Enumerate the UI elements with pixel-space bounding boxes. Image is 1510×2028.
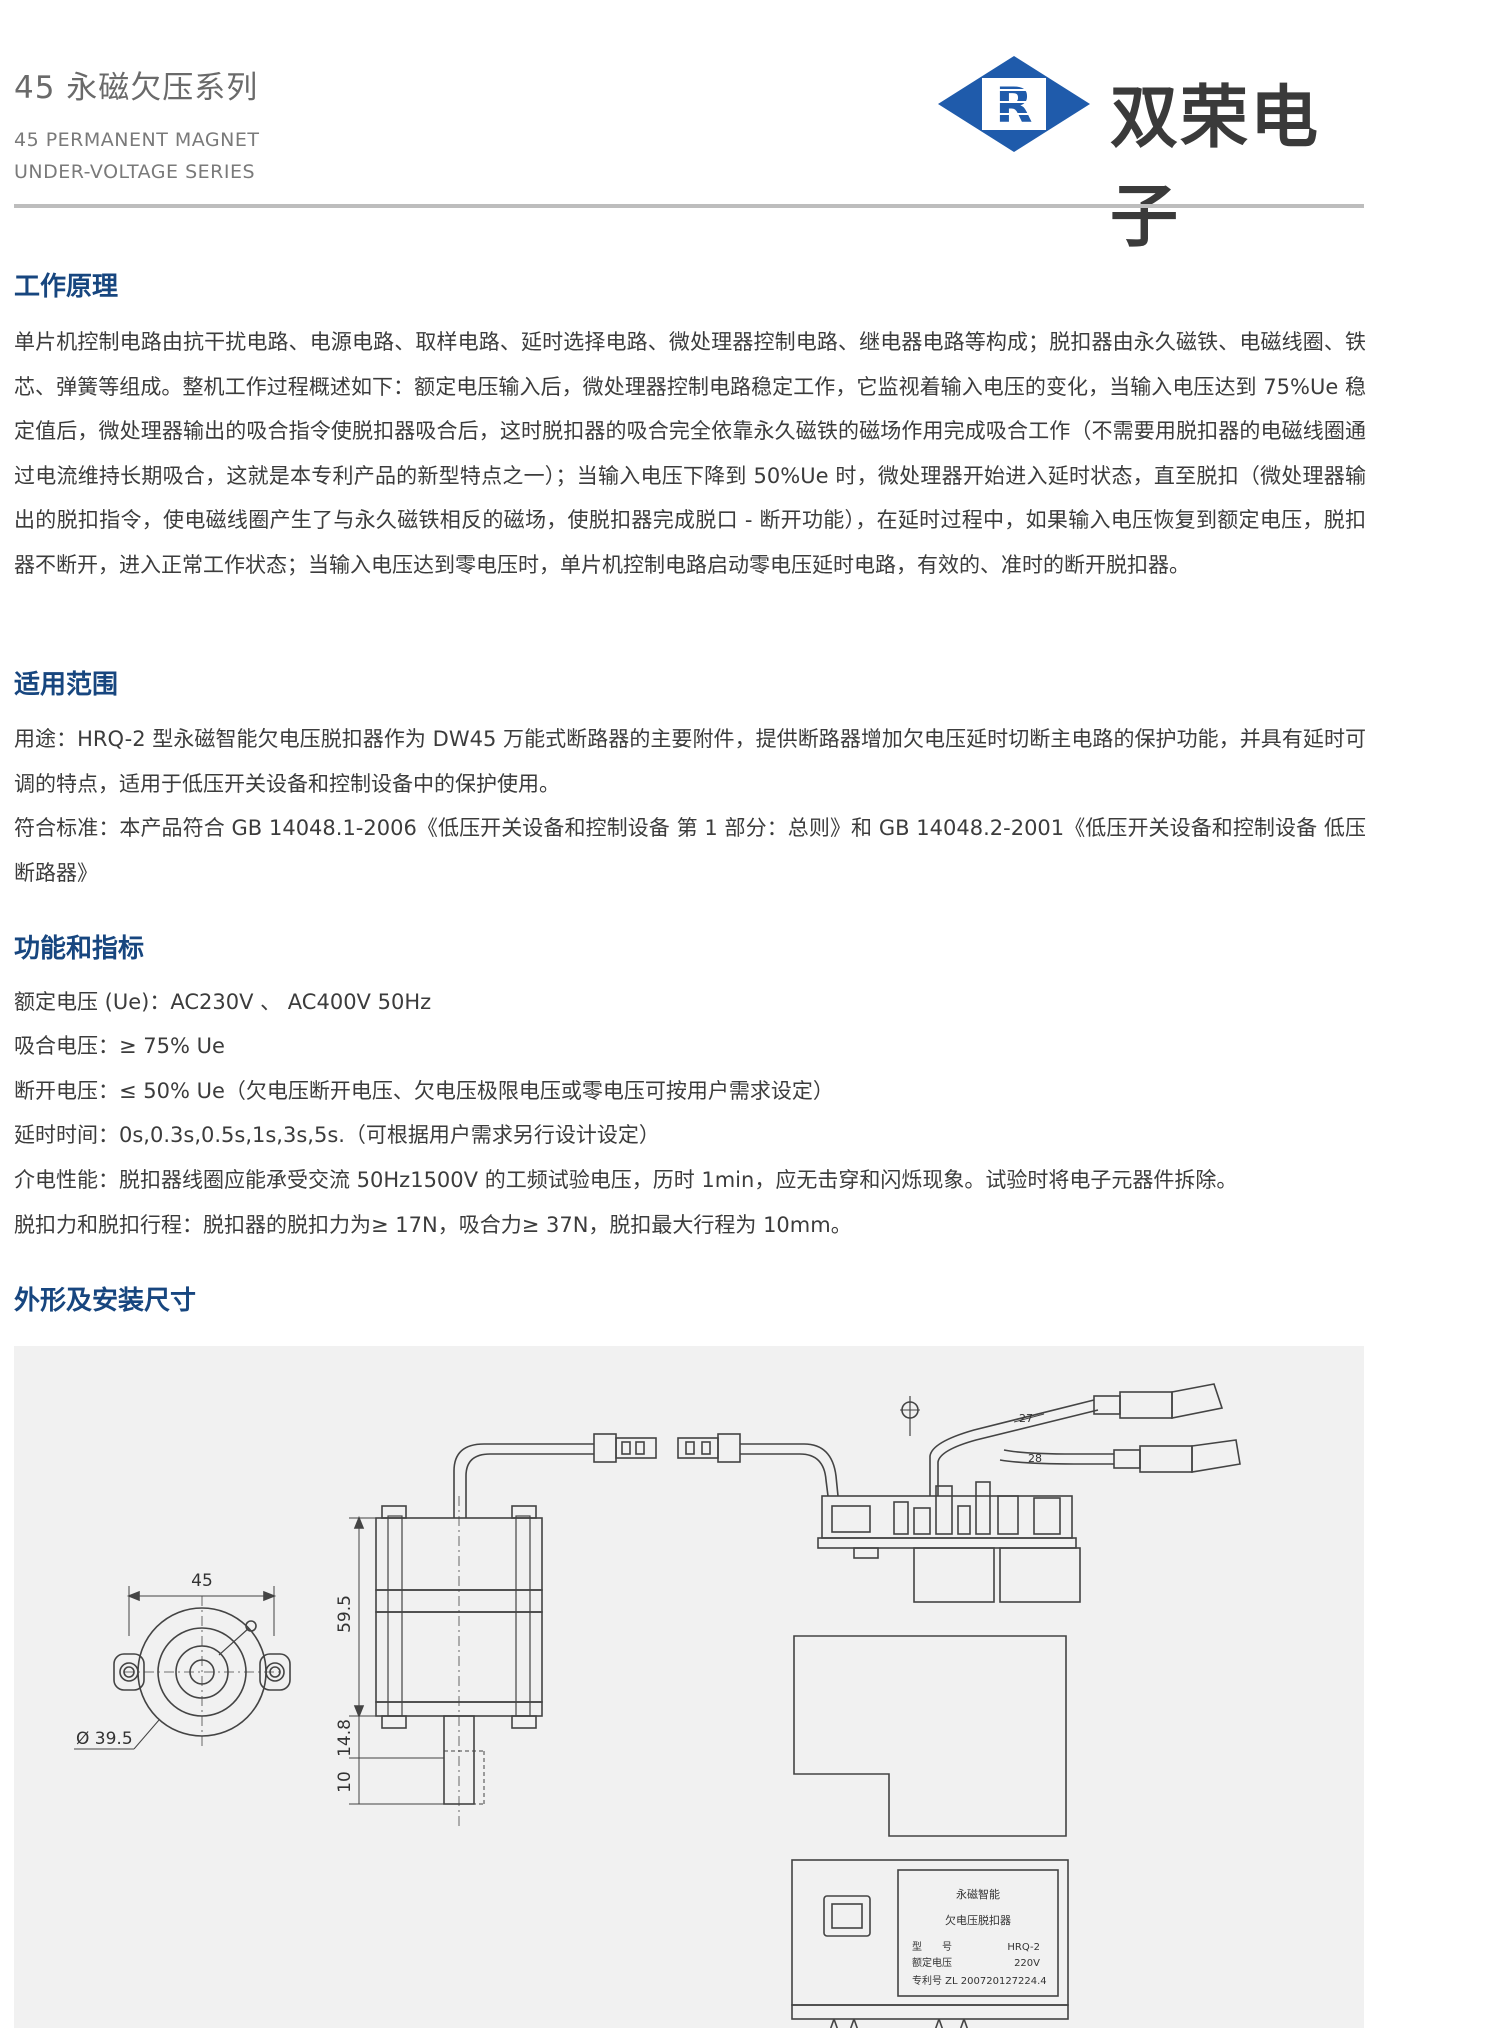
controller-front-view: 永磁智能 欠电压脱扣器 型 号 HRQ-2 额定电压 220V 专利号 ZL 2… <box>791 1859 1069 2028</box>
series-english-name: 45 PERMANENT MAGNET UNDER-VOLTAGE SERIES <box>14 124 259 188</box>
technical-drawing: 45 Ø 39.5 <box>74 1383 1241 2028</box>
logo-letter: R <box>996 78 1033 134</box>
section-title-principle: 工作原理 <box>14 272 119 302</box>
label-model-value: HRQ-2 <box>1007 1942 1040 1953</box>
logo-mark-icon: R <box>938 56 1090 152</box>
label-patent: 专利号 ZL 200720127224.4 <box>912 1974 1047 1987</box>
series-title: 45 永磁欠压系列 <box>14 70 259 106</box>
side-view: 59.5 14.8 10 <box>335 1433 657 1826</box>
label-model-key: 型 号 <box>912 1940 952 1953</box>
label-line-1: 永磁智能 <box>956 1887 1000 1901</box>
spec-item: 额定电压 (Ue)：AC230V 、 AC400V 50Hz <box>14 990 432 1014</box>
dim-height-14-8: 14.8 <box>335 1719 355 1757</box>
scope-usage-paragraph: 用途：HRQ-2 型永磁智能欠电压脱扣器作为 DW45 万能式断路器的主要附件，… <box>14 727 1366 796</box>
label-voltage-value: 220V <box>1014 1958 1040 1969</box>
page-header: 45 永磁欠压系列 45 PERMANENT MAGNET UNDER-VOLT… <box>14 54 1364 257</box>
front-view: 45 Ø 39.5 <box>74 1571 291 1750</box>
spec-item: 断开电压：≤ 50% Ue（欠电压断开电压、欠电压极限电压或零电压可按用户需求设… <box>14 1079 834 1103</box>
series-english-line-2: UNDER-VOLTAGE SERIES <box>14 161 256 183</box>
principle-paragraph: 单片机控制电路由抗干扰电路、电源电路、取样电路、延时选择电路、微处理器控制电路、… <box>14 330 1366 577</box>
controller-top-view: 27 28 <box>677 1383 1241 1603</box>
header-divider <box>14 204 1364 208</box>
spec-item: 延时时间：0s,0.3s,0.5s,1s,3s,5s.（可根据用户需求另行设计设… <box>14 1123 660 1147</box>
spec-item: 吸合电压：≥ 75% Ue <box>14 1034 225 1058</box>
series-english-line-1: 45 PERMANENT MAGNET <box>14 129 260 151</box>
label-line-2: 欠电压脱扣器 <box>945 1913 1011 1927</box>
dim-height-10: 10 <box>335 1771 355 1793</box>
wire-label-27: 27 <box>1019 1412 1033 1425</box>
wire-label-28: 28 <box>1028 1452 1042 1465</box>
controller-side-view <box>793 1635 1067 1837</box>
section-title-scope: 适用范围 <box>14 670 119 700</box>
brand-logo: R 双荣电子 <box>934 54 1374 257</box>
brand-name: 双荣电子 <box>1110 79 1321 257</box>
section-title-specs: 功能和指标 <box>14 934 145 964</box>
label-voltage-key: 额定电压 <box>912 1956 952 1969</box>
scope-standard-paragraph: 符合标准：本产品符合 GB 14048.1-2006《低压开关设备和控制设备 第… <box>14 816 1366 885</box>
spec-item: 脱扣力和脱扣行程：脱扣器的脱扣力为≥ 17N，吸合力≥ 37N，脱扣最大行程为 … <box>14 1213 852 1237</box>
dim-width-45: 45 <box>191 1571 213 1591</box>
technical-drawing-panel: 45 Ø 39.5 <box>14 1346 1364 2028</box>
dim-diameter: Ø 39.5 <box>76 1729 133 1749</box>
section-title-outline: 外形及安装尺寸 <box>14 1286 197 1316</box>
dim-height-59-5: 59.5 <box>335 1595 355 1633</box>
spec-item: 介电性能：脱扣器线圈应能承受交流 50Hz1500V 的工频试验电压，历时 1m… <box>14 1168 1238 1192</box>
